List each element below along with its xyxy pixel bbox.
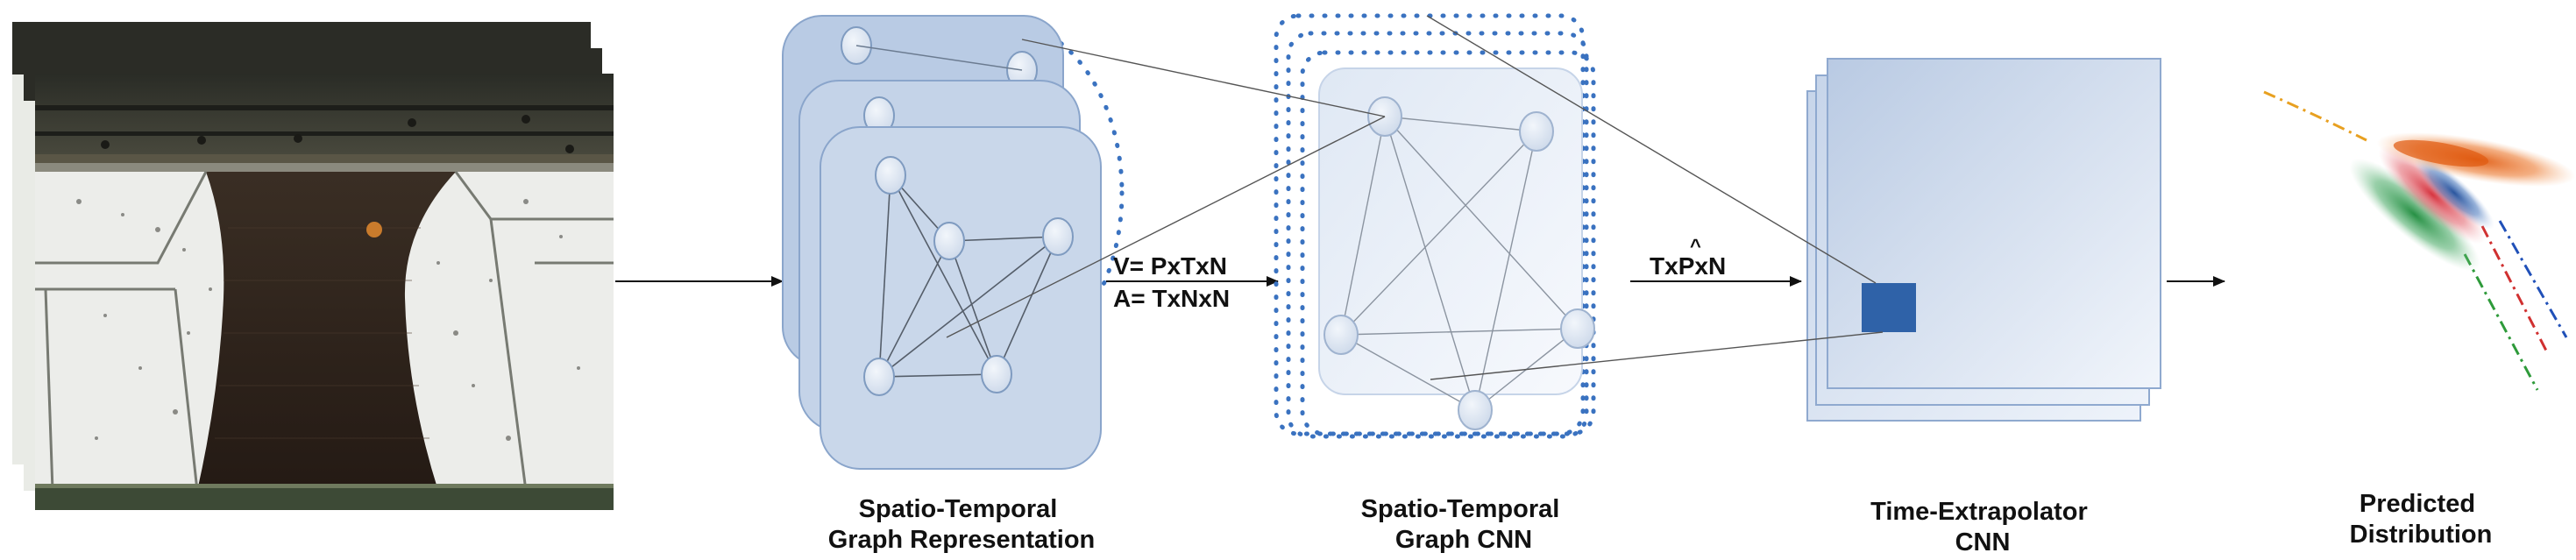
input-video-frames xyxy=(12,22,614,510)
graph-node xyxy=(875,156,906,195)
graph-node xyxy=(863,358,895,396)
stgcnn-caption: Spatio-Temporal Graph CNN xyxy=(1361,495,1567,554)
graph-representation-stack xyxy=(782,15,1125,470)
distribution-green xyxy=(2349,158,2480,272)
distribution-orange-core xyxy=(2393,139,2489,167)
stgcnn-node xyxy=(1519,111,1554,152)
graph-representation-caption: Spatio-Temporal Graph Representation xyxy=(828,495,1096,554)
pedestrian-marker xyxy=(366,222,382,237)
hat-accent: ^ xyxy=(1690,235,1701,257)
txpcnn-caption: Time-Extrapolator CNN xyxy=(1870,498,2095,556)
graph-card-front xyxy=(820,126,1102,470)
vertices-formula: V= PxTxN xyxy=(1113,252,1227,280)
graph-node xyxy=(933,222,965,260)
svg-text:TxPxN: TxPxN xyxy=(1650,252,1726,280)
convolution-kernel xyxy=(1862,283,1916,332)
stgcnn-node xyxy=(1458,390,1493,430)
graph-dotted-halo xyxy=(883,19,1125,366)
graph-node xyxy=(981,355,1012,393)
trajectory-red xyxy=(2480,225,2548,351)
projection-lines-stgcnn-to-kernel xyxy=(1426,15,1884,380)
time-extrapolator-cnn xyxy=(1806,58,2161,422)
adjacency-formula: A= TxNxN xyxy=(1113,285,1230,312)
st-graph-cnn xyxy=(1274,13,1596,439)
predicted-distribution xyxy=(2263,90,2576,391)
trajectory-orange xyxy=(2263,90,2367,142)
stgcnn-node xyxy=(1560,308,1595,349)
distribution-blue xyxy=(2414,156,2494,230)
trajectory-blue xyxy=(2498,220,2568,338)
prediction-caption: Predicted Distribution xyxy=(2350,490,2493,549)
distribution-red xyxy=(2378,145,2487,244)
stgcnn-dotted-layer xyxy=(1300,50,1596,436)
graph-node xyxy=(1042,217,1074,256)
trajectory-green xyxy=(2463,253,2539,391)
video-frame-front xyxy=(35,74,614,510)
stgcnn-node xyxy=(1323,315,1359,355)
embedding-formula: TxPxN ^ xyxy=(1650,235,1726,280)
stgcnn-panel xyxy=(1318,67,1583,395)
txpcnn-layer-front xyxy=(1827,58,2161,389)
projection-lines-graph-to-stgcnn xyxy=(946,39,1386,338)
